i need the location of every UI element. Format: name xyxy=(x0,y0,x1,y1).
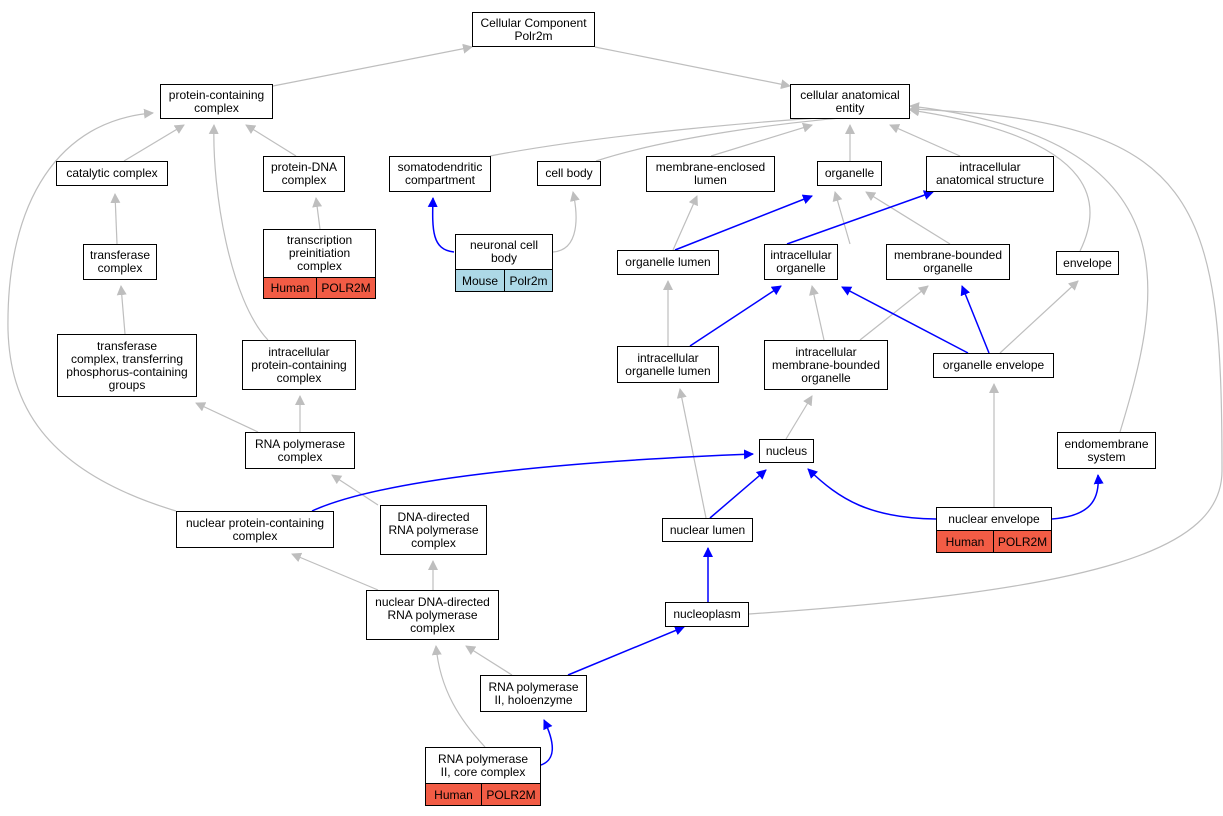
ancestor-edge xyxy=(785,395,813,440)
ancestor-edge xyxy=(291,552,379,591)
ancestor-edge xyxy=(195,402,259,433)
node-neuronal-cell-body[interactable]: neuronal cell body xyxy=(455,234,553,270)
ancestor-edge xyxy=(859,285,929,341)
node-rna-polymerase-complex[interactable]: RNA polymerase complex xyxy=(245,432,355,469)
ancestor-edge xyxy=(909,102,1149,433)
node-nucleus[interactable]: nucleus xyxy=(759,439,814,463)
node-nuclear-dna-directed-rna-polymerase-complex[interactable]: nuclear DNA-directed RNA polymerase comp… xyxy=(366,590,499,640)
node-rna-polymerase-ii-core-complex[interactable]: RNA polymerase II, core complex xyxy=(425,747,541,784)
species-badge: Human xyxy=(426,784,481,805)
node-nuclear-lumen[interactable]: nuclear lumen xyxy=(662,518,753,542)
node-protein-containing-complex[interactable]: protein-containing complex xyxy=(160,84,273,119)
ancestor-edge xyxy=(748,104,1223,615)
gene-badge: POLR2M xyxy=(993,531,1051,552)
node-nuclear-envelope[interactable]: nuclear envelope xyxy=(936,507,1052,531)
ancestor-edge xyxy=(272,43,473,87)
node-organelle-lumen[interactable]: organelle lumen xyxy=(617,250,719,275)
highlight-edge xyxy=(1051,474,1104,520)
highlight-edge xyxy=(689,285,782,347)
node-intracellular-organelle-lumen[interactable]: intracellular organelle lumen xyxy=(617,346,719,383)
highlight-edge xyxy=(786,190,934,245)
node-organelle[interactable]: organelle xyxy=(817,161,882,186)
annotation-row-transcription-preinitiation-complex: Human POLR2M xyxy=(263,278,376,299)
ancestor-edge xyxy=(889,124,961,157)
ancestor-edge xyxy=(489,108,911,157)
ancestor-edge xyxy=(431,645,486,748)
highlight-edge xyxy=(427,197,455,253)
node-envelope[interactable]: envelope xyxy=(1056,251,1119,275)
node-organelle-envelope[interactable]: organelle envelope xyxy=(933,353,1054,378)
ancestor-edge xyxy=(999,280,1079,354)
highlight-edge xyxy=(841,286,969,354)
ancestor-edge xyxy=(110,193,121,245)
ancestor-edge xyxy=(676,388,707,519)
ancestor-edge xyxy=(465,645,513,676)
node-membrane-bounded-organelle[interactable]: membrane-bounded organelle xyxy=(886,244,1010,280)
node-transferase-complex[interactable]: transferase complex xyxy=(83,244,157,280)
node-intracellular-anatomical-structure[interactable]: intracellular anatomical structure xyxy=(926,156,1054,192)
node-intracellular-organelle[interactable]: intracellular organelle xyxy=(764,244,838,280)
ancestor-edge xyxy=(595,108,911,162)
ancestor-edge xyxy=(672,195,698,251)
highlight-edge xyxy=(807,468,937,520)
node-cell-body[interactable]: cell body xyxy=(537,161,601,186)
node-somatodendritic-compartment[interactable]: somatodendritic compartment xyxy=(389,156,491,192)
highlight-edge xyxy=(674,194,813,251)
ancestor-edge xyxy=(312,197,323,230)
node-intracellular-protein-containing-complex[interactable]: intracellular protein-containing complex xyxy=(242,340,356,390)
ancestor-edge xyxy=(116,285,127,335)
ancestor-edge xyxy=(865,191,951,245)
node-rna-polymerase-ii-holoenzyme[interactable]: RNA polymerase II, holoenzyme xyxy=(480,675,587,712)
node-cellular-anatomical-entity[interactable]: cellular anatomical entity xyxy=(790,84,910,119)
gene-badge: POLR2M xyxy=(316,278,375,298)
node-membrane-enclosed-lumen[interactable]: membrane-enclosed lumen xyxy=(646,156,775,192)
ancestor-edge xyxy=(331,474,379,506)
annotation-row-nuclear-envelope: Human POLR2M xyxy=(936,531,1052,553)
highlight-edge xyxy=(540,719,553,766)
highlight-edge xyxy=(709,469,767,519)
node-endomembrane-system[interactable]: endomembrane system xyxy=(1057,432,1156,469)
ancestor-edge xyxy=(832,191,851,245)
ancestor-edge xyxy=(809,285,825,341)
node-protein-dna-complex[interactable]: protein-DNA complex xyxy=(263,156,345,192)
ancestor-edge xyxy=(208,124,269,341)
node-nuclear-protein-containing-complex[interactable]: nuclear protein-containing complex xyxy=(176,511,334,548)
ancestor-edge xyxy=(7,108,177,512)
ancestor-edge xyxy=(710,122,813,157)
ancestor-edge xyxy=(552,191,580,253)
gene-badge: Polr2m xyxy=(504,270,552,291)
ancestor-edge xyxy=(594,46,791,90)
highlight-edge xyxy=(567,625,685,676)
species-badge: Mouse xyxy=(456,270,504,291)
node-transferase-complex-phosphorus[interactable]: transferase complex, transferring phosph… xyxy=(57,334,197,397)
annotation-row-rna-polymerase-ii-core-complex: Human POLR2M xyxy=(425,784,541,806)
species-badge: Human xyxy=(937,531,993,552)
node-catalytic-complex[interactable]: catalytic complex xyxy=(56,161,168,186)
highlight-edge xyxy=(311,449,754,512)
ancestor-edge xyxy=(123,124,185,162)
node-nucleoplasm[interactable]: nucleoplasm xyxy=(665,602,749,627)
node-cellular-component-root[interactable]: Cellular Component Polr2m xyxy=(472,12,595,47)
node-dna-directed-rna-polymerase-complex[interactable]: DNA-directed RNA polymerase complex xyxy=(380,505,487,555)
node-intracellular-membrane-bounded-organelle[interactable]: intracellular membrane-bounded organelle xyxy=(764,340,888,390)
ancestor-edge xyxy=(909,106,1091,252)
annotation-row-neuronal-cell-body: Mouse Polr2m xyxy=(455,270,553,292)
gene-badge: POLR2M xyxy=(481,784,540,805)
species-badge: Human xyxy=(264,278,316,298)
highlight-edge xyxy=(960,285,990,354)
node-transcription-preinitiation-complex[interactable]: transcription preinitiation complex xyxy=(263,229,376,278)
ancestor-edge xyxy=(245,124,297,157)
